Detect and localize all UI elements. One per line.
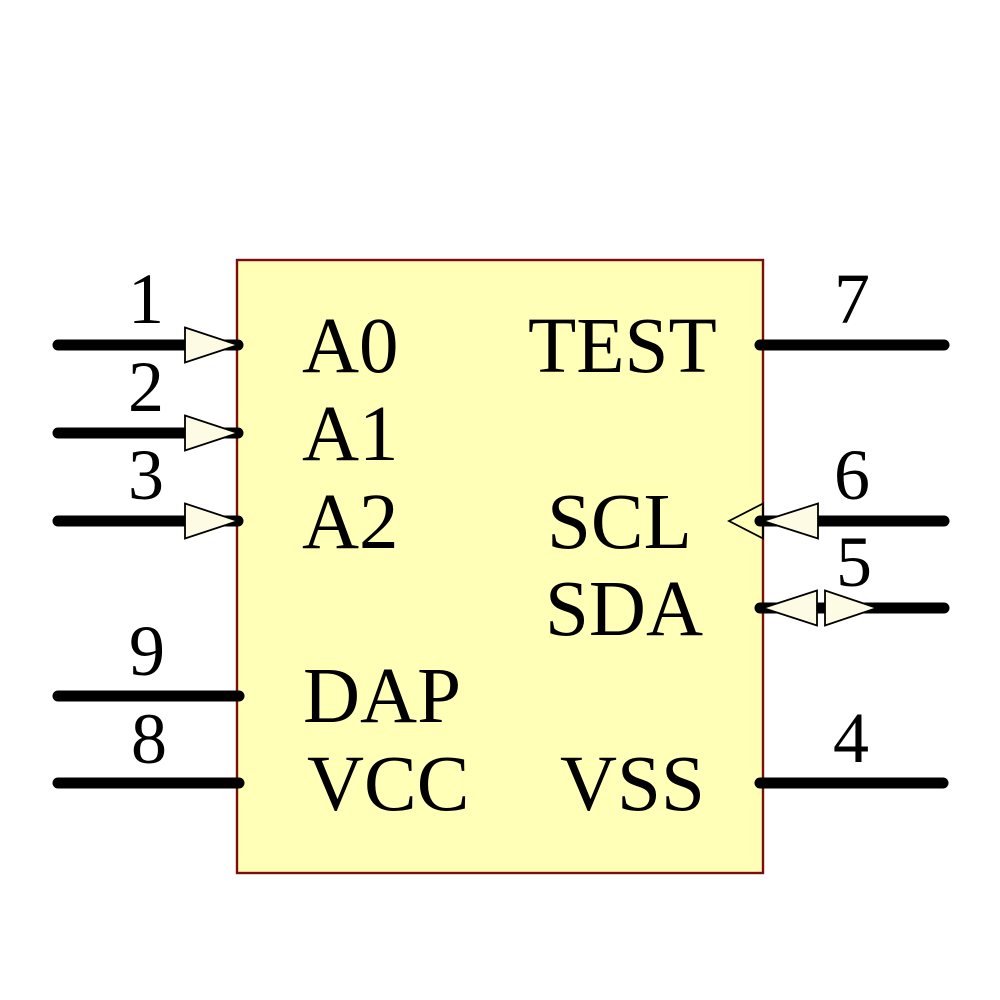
pin-label: SDA <box>545 566 703 653</box>
pin-number: 4 <box>833 698 869 778</box>
pin-5: 5 SDA <box>545 522 950 653</box>
pin-2: 2 A1 <box>52 347 399 478</box>
pin-4: 4 VSS <box>560 698 949 828</box>
input-arrow-icon <box>760 502 819 540</box>
input-arrow-icon <box>184 414 241 452</box>
pin-number: 6 <box>834 435 870 515</box>
pin-label: A0 <box>302 303 399 390</box>
pin-1: 1 A0 <box>52 259 399 390</box>
pin-7: 7 TEST <box>528 259 950 390</box>
pin-number: 2 <box>128 347 164 427</box>
pin-6: 6 SCL <box>547 435 950 566</box>
pin-3: 3 A2 <box>52 435 399 566</box>
pin-number: 1 <box>128 259 164 339</box>
pin-label: A2 <box>302 479 399 566</box>
pin-number: 8 <box>131 699 167 779</box>
bidirectional-arrow-right-icon <box>824 589 880 627</box>
pin-label: DAP <box>303 653 461 740</box>
pin-8: 8 VCC <box>52 699 469 828</box>
pin-9: 9 DAP <box>52 611 461 740</box>
pin-label: VCC <box>307 741 469 828</box>
input-arrow-icon <box>184 326 241 364</box>
bidirectional-arrow-left-icon <box>760 589 818 627</box>
pin-label: A1 <box>302 391 399 478</box>
pin-label: TEST <box>528 303 717 390</box>
pin-number: 7 <box>834 259 870 339</box>
pin-label: SCL <box>547 479 692 566</box>
pin-label: VSS <box>560 741 705 828</box>
component-body <box>235 258 765 875</box>
pin-number: 5 <box>836 522 872 602</box>
pin-number: 3 <box>128 435 164 515</box>
input-arrow-icon <box>184 502 241 540</box>
pin-number: 9 <box>129 611 165 691</box>
